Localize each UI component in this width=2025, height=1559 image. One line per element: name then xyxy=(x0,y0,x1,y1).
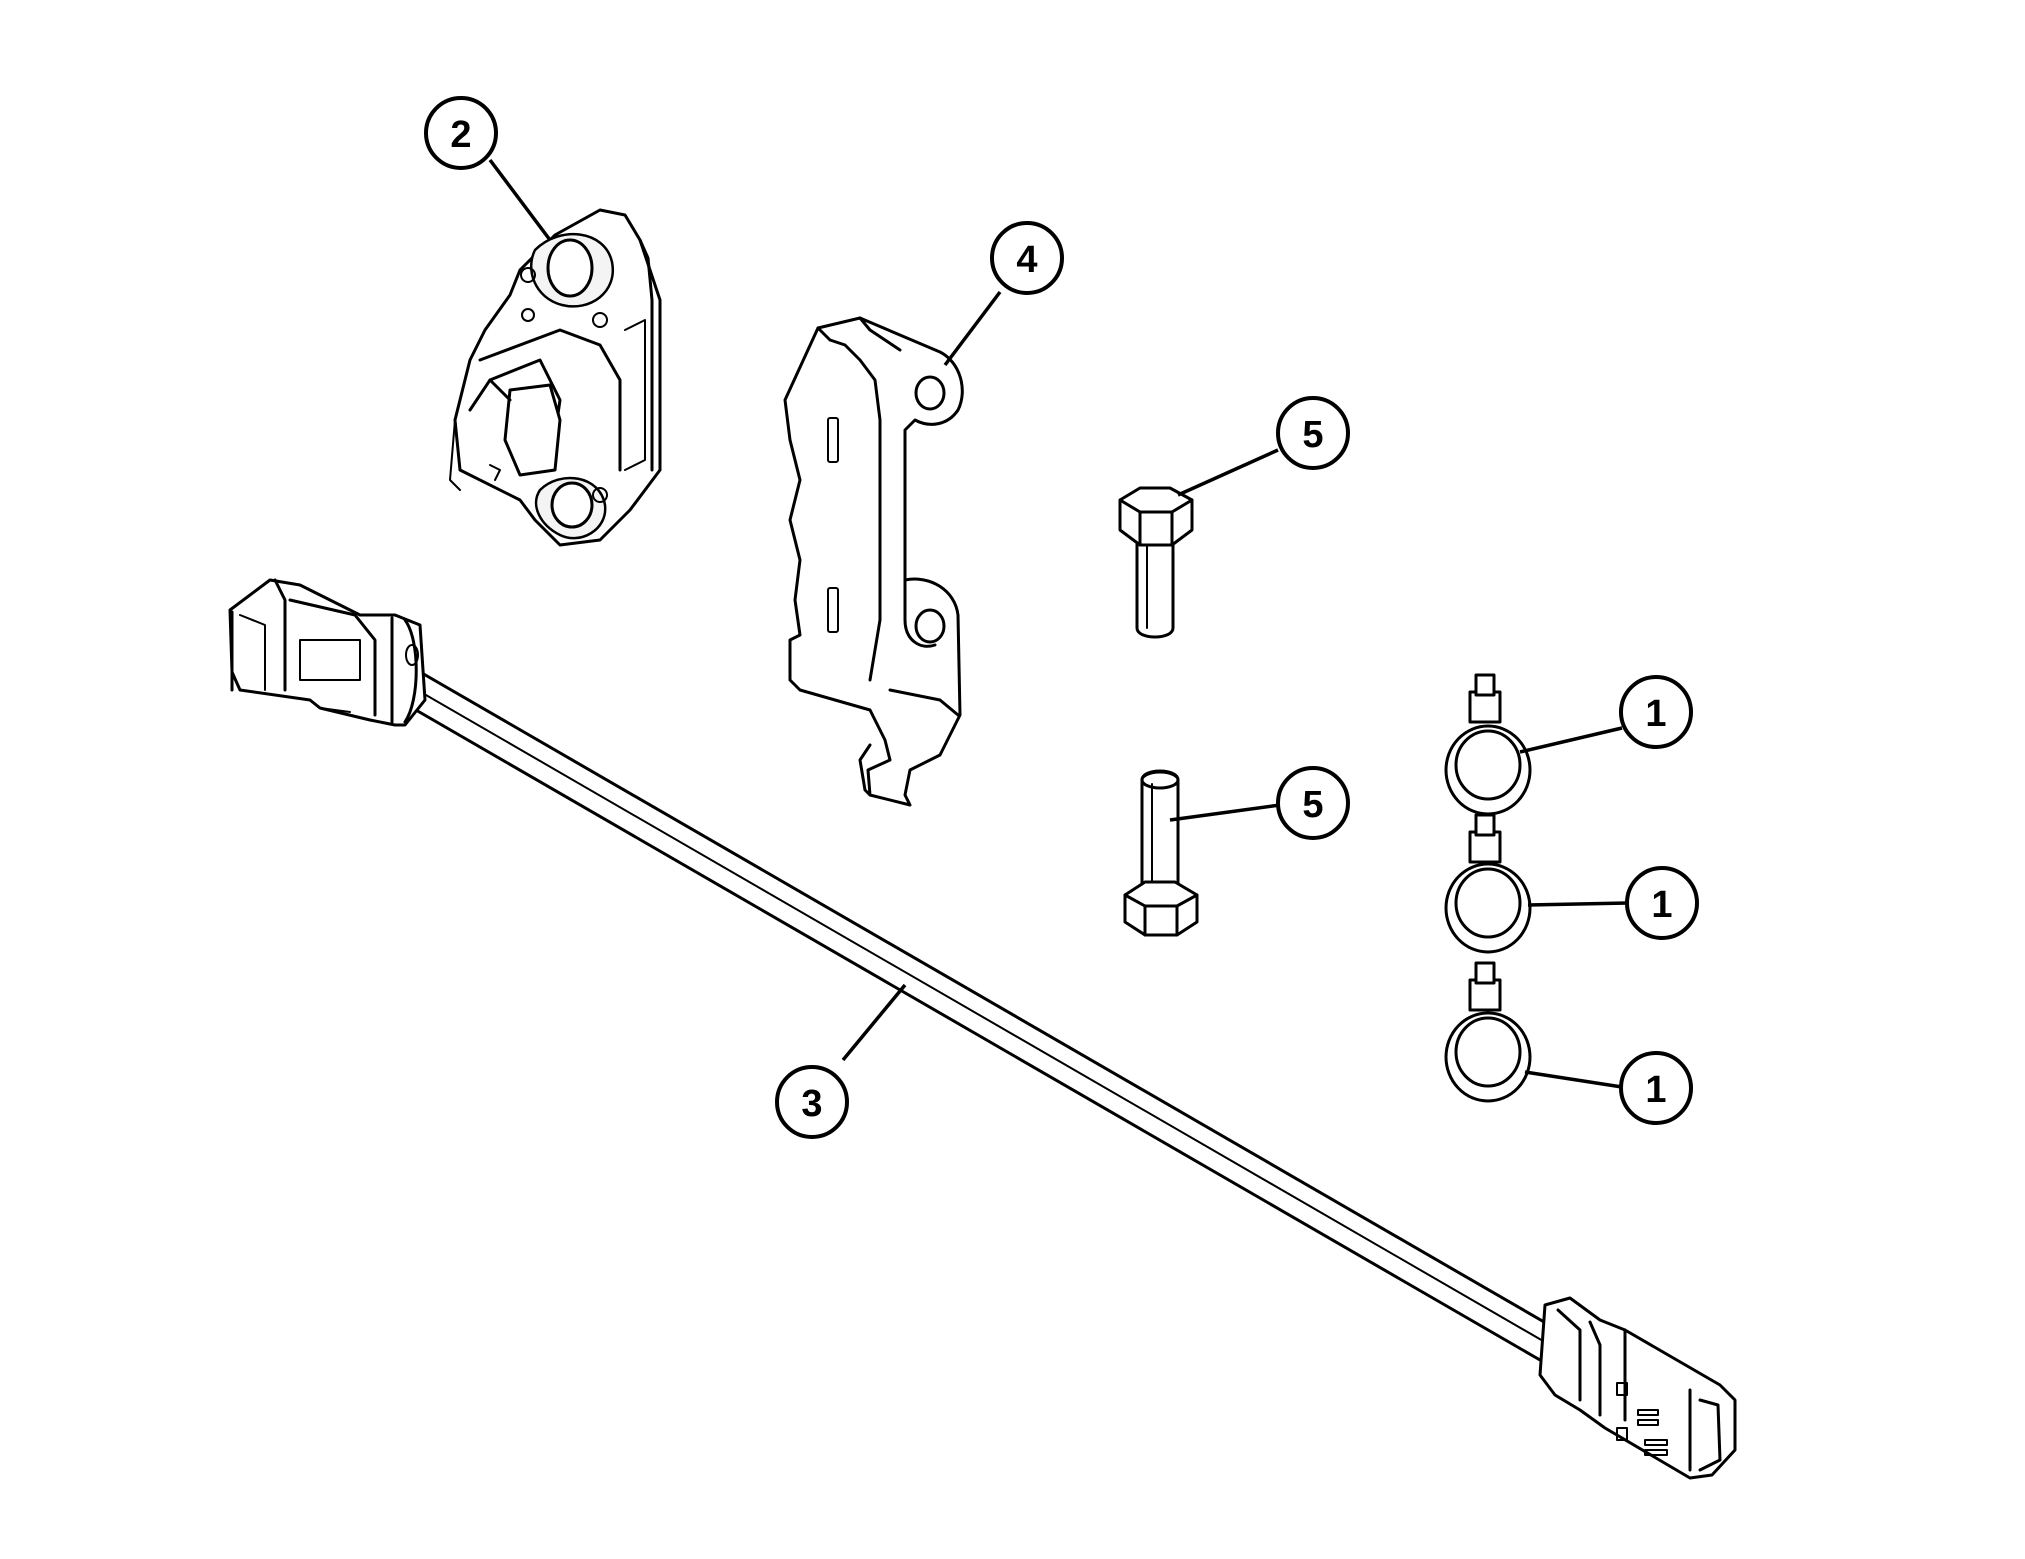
callout-5-lower: 5 xyxy=(1276,766,1350,840)
callout-label: 4 xyxy=(1016,239,1037,281)
leader-lines xyxy=(488,158,1629,1089)
callout-1-lower: 1 xyxy=(1619,1051,1693,1125)
callout-2: 2 xyxy=(424,96,498,170)
callout-label: 5 xyxy=(1302,784,1323,826)
hose-clamp-part-1 xyxy=(1444,673,1532,816)
leader-line-4 xyxy=(943,290,1002,367)
bolt-part-lower xyxy=(1123,769,1199,937)
wiring-harness-part xyxy=(228,578,1737,1480)
callout-label: 1 xyxy=(1651,884,1672,926)
callout-label: 1 xyxy=(1645,1069,1666,1111)
leader-line-1-upper xyxy=(1519,726,1623,754)
callout-5-upper: 5 xyxy=(1276,396,1350,470)
mounting-bracket-part xyxy=(783,316,964,807)
leader-line-5-lower xyxy=(1169,803,1281,822)
callout-4: 4 xyxy=(990,221,1064,295)
callout-1-upper: 1 xyxy=(1619,675,1693,749)
hose-clamp-part-3 xyxy=(1444,961,1532,1103)
bolt-part-upper xyxy=(1118,486,1194,639)
sensor-module-part xyxy=(449,208,662,547)
callout-3: 3 xyxy=(775,1065,849,1139)
leader-line-1-lower xyxy=(1524,1070,1623,1089)
leader-line-2 xyxy=(488,158,552,242)
hose-clamp-part-2 xyxy=(1444,813,1532,954)
leader-line-1-middle xyxy=(1527,901,1629,907)
leader-line-3 xyxy=(841,983,907,1062)
callout-label: 3 xyxy=(801,1083,822,1125)
callout-label: 2 xyxy=(450,114,471,156)
callout-label: 5 xyxy=(1302,414,1323,456)
callout-1-middle: 1 xyxy=(1625,866,1699,940)
leader-line-5-upper xyxy=(1177,448,1279,497)
callout-label: 1 xyxy=(1645,693,1666,735)
